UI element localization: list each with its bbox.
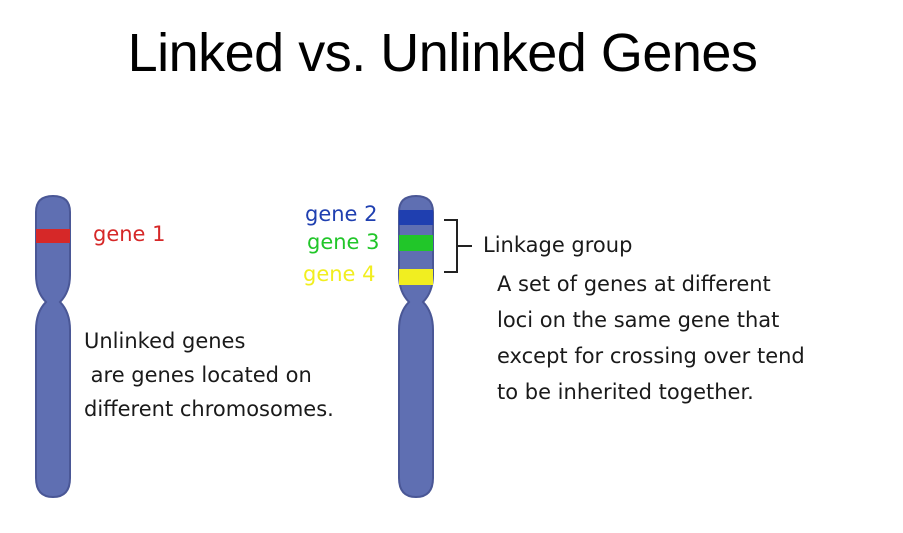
gene4-band [399,269,433,285]
chromosome-right [398,194,434,499]
gene1-label: gene 1 [93,222,166,246]
slide-title: Linked vs. Unlinked Genes [127,23,758,83]
linkage-bracket [444,219,472,273]
linkage-line: loci on the same gene that [497,308,780,332]
linkage-line: to be inherited together. [497,380,754,404]
unlinked-line: Unlinked genes [84,329,246,353]
unlinked-line: are genes located on [84,363,312,387]
gene4-label: gene 4 [303,262,376,286]
linkage-description: A set of genes at different loci on the … [497,266,805,410]
gene3-label: gene 3 [307,230,380,254]
gene2-label: gene 2 [305,202,378,226]
linkage-line: A set of genes at different [497,272,771,296]
gene3-band [399,235,433,251]
unlinked-line: different chromosomes. [84,397,334,421]
chromosome-left [35,194,71,499]
gene2-band [399,210,433,225]
gene1-band [36,229,70,243]
unlinked-description: Unlinked genes are genes located on diff… [84,324,334,426]
chromosome-left-body [35,194,71,499]
linkage-line: except for crossing over tend [497,344,805,368]
linkage-group-label: Linkage group [483,233,633,257]
